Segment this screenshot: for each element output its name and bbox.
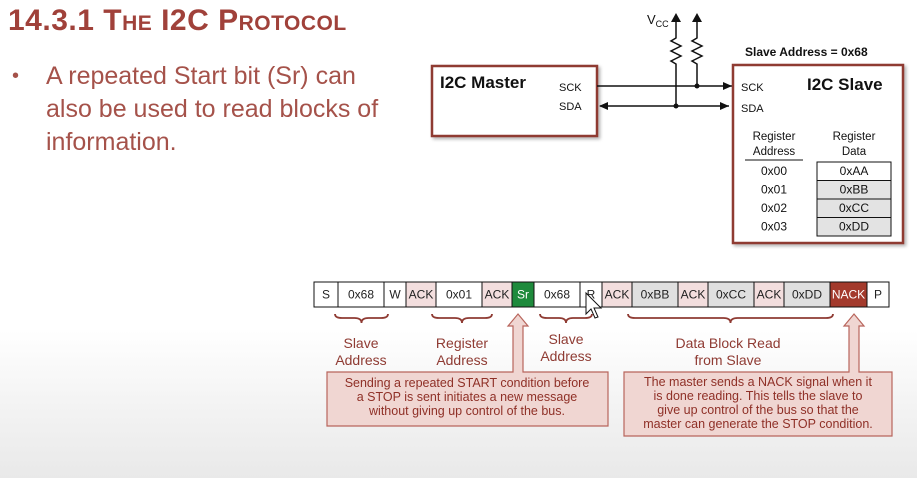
callout-repeated-start: Sending a repeated START condition befor… [326,313,609,427]
curly-brace [334,313,389,324]
label-data-block-line1: Data Block Read [675,335,780,351]
frame-cell-label: 0x01 [446,288,472,302]
frame-bar: S 0x68 W ACK 0x01 ACK Sr 0x68 R ACK 0xBB ACK 0xCC ACK… [313,281,890,308]
reg-address-cell: 0x02 [761,201,787,215]
curly-brace [539,313,593,324]
slave-sda-label: SDA [741,103,764,115]
frame-cell-label: ACK [757,288,782,302]
label-slave-address-2-line2: Address [540,348,591,364]
vcc-label: VCC [647,12,669,29]
frame-cell-box [435,281,483,308]
reg-address-cell: 0x03 [761,220,787,234]
frame-cell-label: Sr [517,288,529,302]
reg-address-header-line2: Address [753,146,795,158]
frame-cell-label: 0x68 [348,288,374,302]
reg-data-cell: 0xAA [840,164,869,178]
label-register-address-line1: Register [436,335,488,351]
callout-repeated-start-line2: a STOP is sent initiates a new message [357,390,578,404]
callout-repeated-start-line3: without giving up control of the bus. [368,404,565,418]
reg-address-header-line1: Register [753,131,796,143]
frame-cell-label: R [587,288,596,302]
reg-data-header-line1: Register [833,131,876,143]
bullet-text: A repeated Start bit (Sr) can also be us… [46,62,379,156]
frame-cell-box [405,281,437,308]
slave-title: I2C Slave [807,75,883,94]
frame-cell-label: 0xBB [641,288,670,302]
reg-data-cell: 0xCC [839,201,869,215]
frame-cell-box [533,281,581,308]
callout-nack-line1: The master sends a NACK signal when it [644,375,872,389]
frame-cell-label: ACK [409,288,434,302]
reg-data-cell: 0xBB [840,183,869,197]
braces [334,313,834,324]
frame-cell-label: 0x68 [544,288,570,302]
label-register-address-line2: Address [436,352,487,368]
frame-cell-box [481,281,513,308]
reg-data-header-line2: Data [842,146,867,158]
frame-cell-box [631,281,679,308]
frame-cell-box [677,281,709,308]
frame-cell-label: 0xCC [716,288,746,302]
frame-cell-box [753,281,785,308]
vcc-arrow-2 [692,13,702,28]
reg-address-cell: 0x01 [761,183,787,197]
reg-address-cell: 0x00 [761,164,787,178]
frame-cell-label: ACK [681,288,706,302]
master-sck-label: SCK [559,82,582,94]
curly-brace [431,313,493,324]
label-slave-address-2-line1: Slave [548,331,583,347]
mouse-cursor-icon [585,291,603,319]
frame-cell-box [829,281,868,308]
slave-address-caption: Slave Address = 0x68 [745,45,868,59]
frame-cell-label: ACK [605,288,630,302]
callout-nack-line4: master can generate the STOP condition. [643,417,873,431]
sda-junction-dot [673,103,679,109]
label-slave-address-1-line1: Slave [343,335,378,351]
vcc-arrow-1 [671,13,681,28]
callout-nack: The master sends a NACK signal when it i… [623,313,893,437]
bullet-marker: • [12,65,20,87]
curly-brace [627,313,834,324]
frame-cell-label: S [322,288,330,302]
master-sda-label: SDA [559,101,582,113]
sck-junction-dot [694,83,700,89]
reg-data-cell-box [816,217,892,237]
slave-sck-label: SCK [741,82,764,94]
slide-title: 14.3.1 The I2C Protocol [8,4,347,37]
frame-cell-label: 0xDD [792,288,822,302]
frame-cell-box [601,281,633,308]
frame-cell-label: NACK [832,288,865,302]
frame-cell-box [337,281,385,308]
register-table: 0x00 0xAA 0x01 0xBB 0x02 0xCC 0x03 0xDD [761,161,892,237]
callout-nack-line3: give up control of the bus so that the [657,403,859,417]
reg-data-cell: 0xDD [839,220,869,234]
label-data-block-line2: from Slave [695,352,762,368]
frame-cell-label: ACK [485,288,510,302]
pullup-resistor-sda [669,28,683,106]
frame-cell-box [313,281,339,308]
callout-nack-line2: is done reading. This tells the slave to [654,389,863,403]
frame-cell-box [866,281,890,308]
frame-cell-label: W [389,288,401,302]
master-title: I2C Master [440,73,526,92]
label-slave-address-1-line2: Address [335,352,386,368]
callout-repeated-start-line1: Sending a repeated START condition befor… [345,376,590,390]
pullup-resistor-sck [690,28,704,86]
frame-cell-label: P [874,288,882,302]
i2c-master-box [430,64,599,138]
